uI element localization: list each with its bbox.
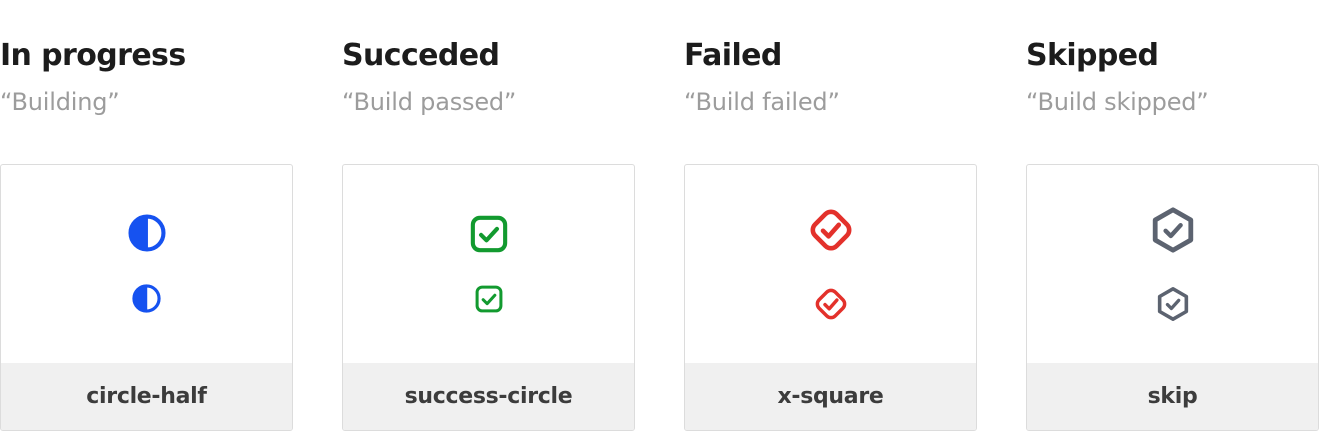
icon-preview-area: [1027, 165, 1318, 363]
icon-name-label: x-square: [685, 362, 976, 430]
skip-icon: [1149, 206, 1197, 254]
icon-name-label: success-circle: [343, 362, 634, 430]
success-circle-icon: [470, 215, 508, 253]
state-subtitle: “Build skipped”: [1026, 87, 1209, 116]
column-skipped: Skipped “Build skipped” skip: [1026, 0, 1319, 431]
column-in-progress: In progress “Building” circle-half: [0, 0, 293, 431]
column-succeded: Succeded “Build passed” success-circle: [342, 0, 635, 431]
icon-preview-area: [343, 165, 634, 363]
skip-icon: [1155, 286, 1191, 322]
x-square-icon: [813, 286, 849, 322]
state-title: Failed: [684, 38, 782, 73]
circle-half-icon: [128, 214, 166, 252]
state-title: Skipped: [1026, 38, 1159, 73]
icon-card: x-square: [684, 163, 977, 431]
state-title: In progress: [0, 38, 186, 73]
icon-card: skip: [1026, 163, 1319, 431]
column-failed: Failed “Build failed” x-square: [684, 0, 977, 431]
circle-half-icon: [132, 284, 161, 313]
icon-name-label: circle-half: [1, 362, 292, 430]
icon-card: circle-half: [0, 163, 293, 431]
state-subtitle: “Build passed”: [342, 87, 517, 116]
x-square-icon: [807, 206, 855, 254]
icon-name-label: skip: [1027, 362, 1318, 430]
icon-card: success-circle: [342, 163, 635, 431]
success-circle-icon: [475, 285, 503, 313]
icon-preview-area: [1, 165, 292, 363]
state-title: Succeded: [342, 38, 500, 73]
state-subtitle: “Building”: [0, 87, 120, 116]
state-subtitle: “Build failed”: [684, 87, 840, 116]
icon-preview-area: [685, 165, 976, 363]
